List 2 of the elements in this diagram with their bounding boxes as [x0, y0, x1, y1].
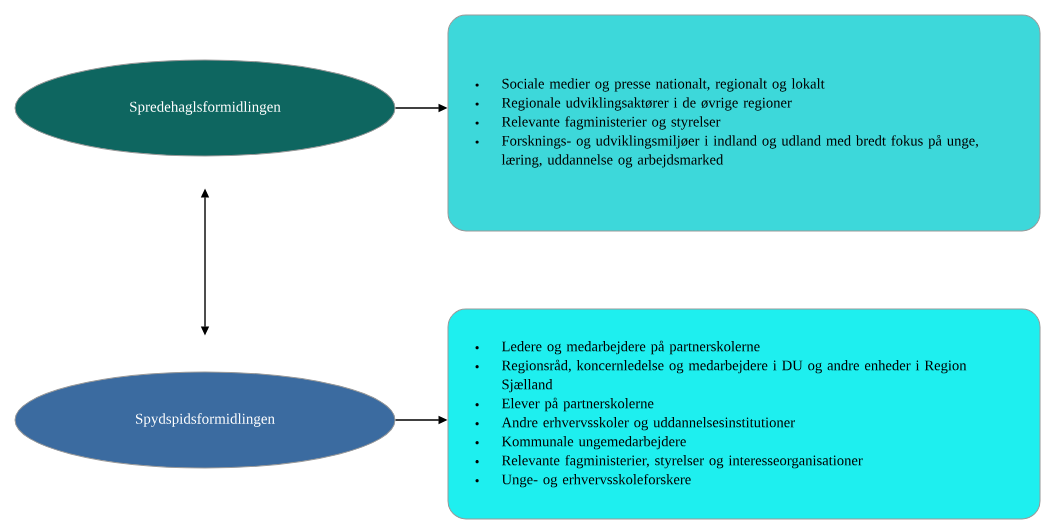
rounded-box: Sociale medier og presse nationalt, regionalt og lokalt Regionale udviklingsaktører i de øvrige regioner Relevante fagministerier og styrelser Forsknings- og udviklingsmiljøer i indland og udland med bredt fokus på unge, læring, uddannelse og arbejdsmarked — [447, 14, 1041, 232]
rounded-box: Ledere og medarbejdere på partnerskolerne Regionsråd, koncernledelse og medarbejdere i DU og andre enheder i Region Sjælland Elever på partnerskolerne Andre erhvervsskoler og uddannelsesinstitutioner Kommunale ungemedarbejdere Relevante fagministerier, styrelser og interesseorganisationer Unge- og erhvervsskoleforskere — [447, 308, 1041, 520]
